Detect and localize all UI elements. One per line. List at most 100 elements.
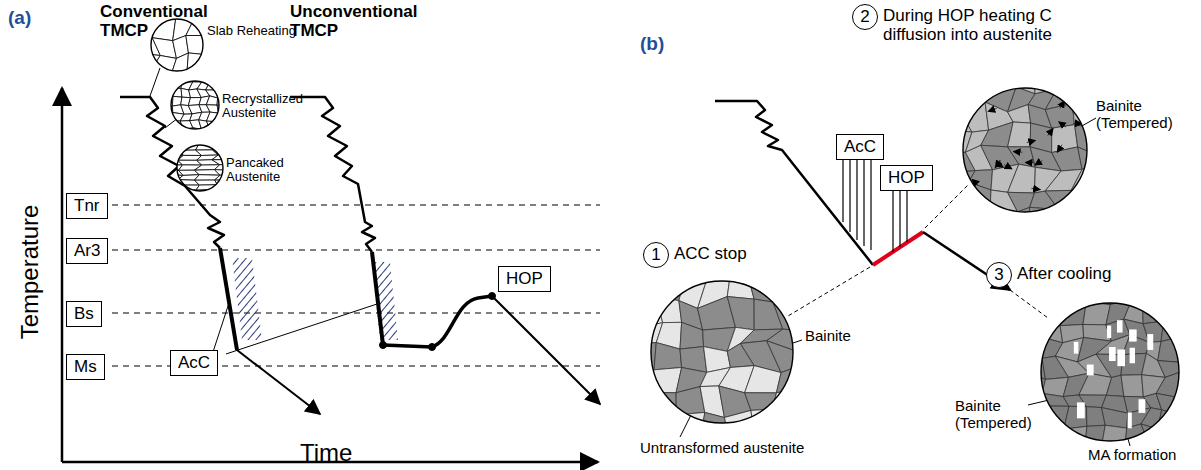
grain bbox=[1090, 186, 1121, 210]
panel-letter: (a) bbox=[8, 8, 31, 29]
grain bbox=[194, 140, 218, 145]
grain bbox=[1025, 280, 1046, 306]
grain bbox=[150, 72, 178, 91]
grain bbox=[233, 190, 257, 196]
stage-callout: 1ACC stop bbox=[643, 242, 803, 268]
grain bbox=[199, 129, 210, 137]
grain bbox=[651, 411, 678, 439]
grain bbox=[1052, 147, 1082, 171]
grain bbox=[1164, 303, 1183, 323]
grain bbox=[1071, 187, 1100, 203]
stage-callout: 2During HOP heating C diffusion into aus… bbox=[852, 4, 1092, 44]
critical-temperature-lines bbox=[112, 205, 600, 366]
circle-outline bbox=[1041, 303, 1179, 441]
grain bbox=[194, 180, 217, 185]
grain bbox=[748, 275, 776, 302]
circle-outline bbox=[963, 88, 1087, 212]
grain bbox=[968, 227, 994, 250]
grain bbox=[798, 260, 822, 282]
process-box: HOP bbox=[880, 165, 933, 191]
grain bbox=[180, 73, 193, 82]
grain bbox=[1066, 203, 1100, 230]
grain bbox=[680, 322, 704, 349]
annotation: Slab Reheating bbox=[207, 24, 296, 38]
annotation: MA formation bbox=[1088, 447, 1176, 464]
annotation: Unconventional TMCP bbox=[290, 3, 422, 40]
grain bbox=[1042, 280, 1072, 304]
grain bbox=[215, 120, 226, 128]
ma-island bbox=[1128, 412, 1132, 428]
grain bbox=[767, 341, 800, 373]
grain bbox=[186, 35, 211, 55]
grain bbox=[773, 389, 802, 409]
grain bbox=[162, 120, 175, 130]
grain bbox=[231, 145, 255, 150]
grain bbox=[207, 128, 217, 138]
grain bbox=[793, 366, 827, 389]
grain bbox=[177, 140, 199, 145]
grain bbox=[1008, 122, 1031, 147]
grain bbox=[215, 72, 227, 80]
annotation: Bainite bbox=[805, 328, 851, 345]
grain bbox=[163, 88, 173, 97]
grain bbox=[937, 202, 968, 233]
grain bbox=[1182, 411, 1201, 432]
grain bbox=[159, 145, 182, 151]
stage-title: After cooling bbox=[1017, 262, 1112, 284]
box-label: HOP bbox=[888, 168, 925, 187]
grain bbox=[206, 73, 217, 81]
grain bbox=[1028, 224, 1056, 246]
annotation: Recrystallized Austenite bbox=[222, 92, 317, 121]
grain bbox=[207, 1, 225, 21]
grain bbox=[773, 409, 802, 432]
grain bbox=[1097, 230, 1130, 248]
grain bbox=[1156, 280, 1182, 304]
grain bbox=[1180, 352, 1201, 379]
grain bbox=[208, 35, 228, 55]
grain bbox=[648, 392, 676, 414]
grain bbox=[727, 297, 754, 330]
box-label: Tnr bbox=[74, 196, 100, 215]
grain bbox=[669, 261, 707, 280]
grain bbox=[1178, 280, 1201, 306]
grain bbox=[1020, 447, 1053, 467]
carbon-diffusion-arrow bbox=[1025, 162, 1034, 163]
box-label: AcC bbox=[844, 137, 876, 156]
grain bbox=[935, 182, 969, 206]
grain bbox=[157, 195, 183, 200]
grain bbox=[1028, 207, 1058, 225]
grain bbox=[204, 52, 228, 72]
box-label: HOP bbox=[506, 269, 543, 288]
box-label: AcC bbox=[178, 353, 210, 372]
stage-dashed-links bbox=[788, 185, 1048, 318]
grain bbox=[788, 275, 822, 306]
grain bbox=[1156, 370, 1187, 398]
grain bbox=[230, 140, 255, 145]
grain bbox=[179, 195, 202, 201]
axis-title: Time bbox=[300, 440, 352, 466]
grain bbox=[654, 343, 682, 370]
grain bbox=[1120, 283, 1145, 306]
grain bbox=[745, 393, 777, 411]
panel-letter: (b) bbox=[640, 34, 664, 55]
ma-island bbox=[1117, 349, 1125, 366]
process-box: AcC bbox=[170, 350, 218, 376]
grain bbox=[212, 145, 235, 150]
ma-island bbox=[1130, 348, 1135, 363]
grain bbox=[212, 195, 235, 200]
carbon-diffusion-arrow bbox=[1048, 128, 1054, 135]
grain bbox=[1097, 203, 1121, 234]
grain bbox=[1184, 430, 1201, 451]
annotation: Pancaked Austenite bbox=[226, 156, 296, 185]
grain bbox=[938, 68, 967, 92]
ma-island bbox=[1107, 326, 1111, 338]
axes bbox=[62, 88, 598, 462]
grain bbox=[187, 53, 211, 71]
grain bbox=[231, 150, 254, 155]
grain bbox=[935, 171, 975, 189]
grain bbox=[233, 185, 256, 190]
grain bbox=[789, 409, 827, 440]
grain bbox=[159, 150, 183, 155]
grain bbox=[773, 265, 799, 283]
